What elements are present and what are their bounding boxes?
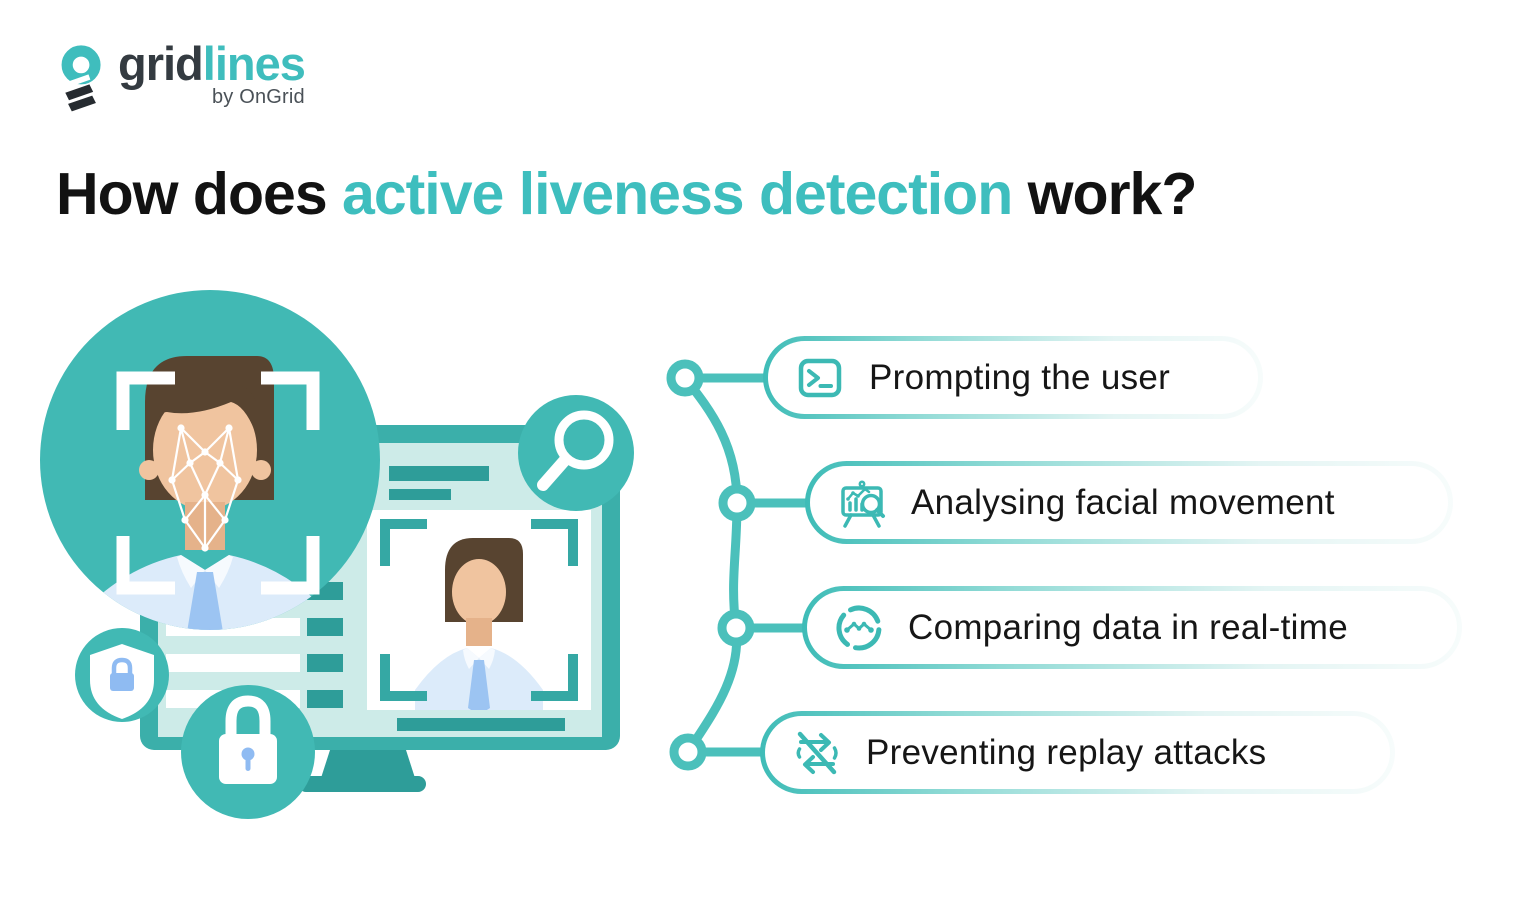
no-replay-icon: [796, 731, 838, 774]
brand-logo: gridlines by OnGrid: [56, 37, 306, 116]
chart-analysis-icon: [841, 480, 885, 528]
title-suffix: work?: [1012, 161, 1198, 227]
padlock-icon: [181, 685, 315, 819]
title-highlight: active liveness detection: [342, 161, 1013, 227]
brand-tagline: by OnGrid: [211, 85, 305, 108]
step-label: Preventing replay attacks: [866, 732, 1267, 772]
search-magnifier-icon: [518, 395, 634, 511]
step-label: Analysing facial movement: [911, 482, 1335, 522]
step-label: Prompting the user: [869, 357, 1171, 397]
brand-name: gridlines: [118, 37, 306, 90]
timeline-node-3: [717, 609, 755, 647]
step-comparing-data-in-real-time: Comparing data in real-time: [802, 586, 1462, 669]
step-label: Comparing data in real-time: [908, 607, 1348, 647]
screen-avatar-panel: [367, 510, 591, 731]
step-preventing-replay-attacks: Preventing replay attacks: [760, 711, 1395, 794]
timeline-node-2: [718, 484, 756, 522]
viewfinder-brackets-small: [380, 519, 578, 701]
brand-name-grid: grid: [118, 37, 204, 90]
liveness-illustration: [40, 290, 634, 819]
terminal-prompt-icon: [798, 358, 842, 397]
brand-name-lines: lines: [202, 37, 306, 90]
data-compare-icon: [836, 605, 882, 650]
face-mesh: [168, 424, 242, 552]
title-prefix: How does: [56, 161, 343, 227]
page-title: How does active liveness detection work?: [56, 160, 1198, 228]
timeline-node-1: [666, 359, 704, 397]
timeline-node-4: [669, 733, 707, 771]
step-prompting-the-user: Prompting the user: [763, 336, 1263, 419]
shield-lock-icon: [75, 628, 169, 722]
viewfinder-brackets: [116, 371, 320, 595]
gridlines-logo-icon: [56, 45, 101, 112]
step-analysing-facial-movement: Analysing facial movement: [805, 461, 1453, 544]
timeline-connector: [666, 359, 810, 771]
steps-timeline: Prompting the user: [650, 330, 1490, 805]
face-scan-avatar-circle: [40, 290, 380, 630]
